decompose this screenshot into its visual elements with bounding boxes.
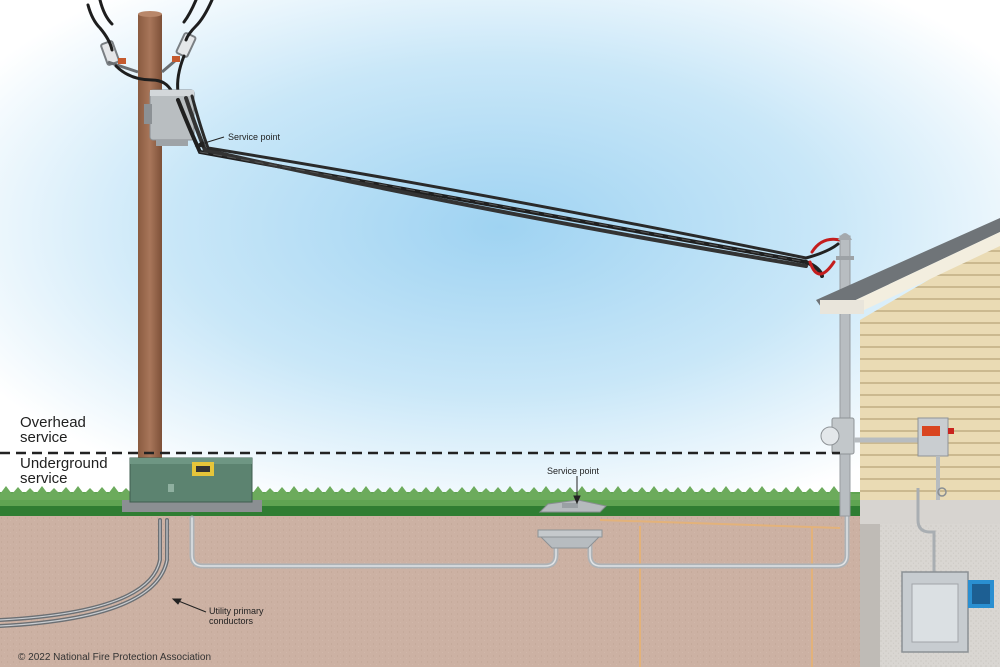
service-drop-cable (176, 94, 842, 278)
overhead-label-line1: Overhead (20, 414, 86, 431)
panelboard (901, 571, 994, 653)
house (816, 218, 1000, 667)
ground-service-point-box (538, 499, 608, 513)
primary-overhead-wires (86, 0, 214, 94)
utility-primary-line2: conductors (209, 616, 254, 626)
service-point-overhead-label: Service point (228, 132, 281, 142)
underground-label-line2: service (20, 470, 68, 487)
utility-primary-conductors-label: Utility primary conductors (209, 606, 264, 626)
underground-label-line1: Underground (20, 455, 108, 472)
overhead-label-line2: service (20, 429, 68, 446)
overhead-service-label: Overhead service (20, 415, 86, 445)
service-mast (836, 233, 854, 517)
underground-handhole (537, 529, 603, 549)
utility-primary-conductors (0, 518, 169, 628)
utility-primary-line1: Utility primary (209, 606, 264, 616)
underground-service-label: Underground service (20, 456, 108, 486)
meter-and-disconnect (820, 417, 954, 575)
copyright-notice: © 2022 National Fire Protection Associat… (18, 652, 212, 663)
callout-arrows (171, 136, 581, 613)
pole-transformer (144, 89, 195, 146)
service-point-underground-label: Service point (547, 466, 600, 476)
buried-conductors (599, 519, 841, 667)
utility-pole (100, 11, 197, 460)
pad-mount-transformer (122, 457, 262, 512)
